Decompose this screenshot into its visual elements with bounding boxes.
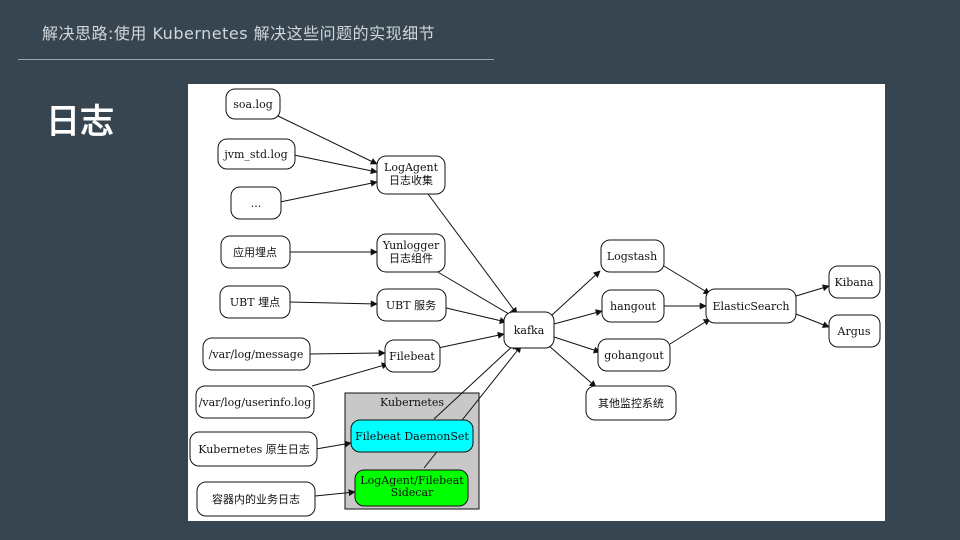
node-elasticsearch bbox=[705, 288, 797, 324]
label-kafka: kafka bbox=[514, 324, 545, 337]
node-filebeat bbox=[384, 339, 441, 373]
label-logagent-2: 日志收集 bbox=[389, 173, 433, 187]
slide-title: 解决思路:使用 Kubernetes 解决这些问题的实现细节 bbox=[42, 24, 436, 43]
node-logagent bbox=[376, 155, 446, 195]
edge-ellipsis-logagent bbox=[279, 179, 378, 203]
edge-daemonset-kafka bbox=[433, 342, 517, 420]
label-other-monitoring: 其他监控系统 bbox=[598, 396, 664, 410]
label-hangout: hangout bbox=[610, 300, 656, 313]
label-filebeat: Filebeat bbox=[389, 350, 435, 363]
edge-kafka-hangout bbox=[553, 309, 603, 325]
edge-logagent-kafka bbox=[427, 193, 518, 315]
node-k8s-native-log bbox=[189, 431, 318, 467]
node-ellipsis bbox=[230, 186, 282, 220]
label-logagent-1: LogAgent bbox=[384, 161, 439, 174]
node-soa-log bbox=[225, 88, 281, 120]
label-sidecar-1: LogAgent/Filebeat bbox=[360, 474, 464, 487]
edge-gohangout-es bbox=[669, 318, 711, 345]
edges bbox=[277, 115, 830, 497]
node-gohangout bbox=[597, 338, 671, 372]
node-app-tracking bbox=[220, 235, 291, 269]
edge-logstash-es bbox=[663, 265, 711, 295]
node-hangout bbox=[601, 289, 665, 323]
node-ubt-service bbox=[376, 288, 447, 322]
edge-jvm-logagent bbox=[293, 154, 378, 175]
node-var-log-message bbox=[202, 337, 311, 371]
label-container-business-log: 容器内的业务日志 bbox=[212, 492, 300, 506]
label-gohangout: gohangout bbox=[604, 349, 664, 362]
cluster-label: Kubernetes bbox=[380, 396, 444, 409]
edge-message-filebeat bbox=[308, 349, 386, 357]
label-elasticsearch: ElasticSearch bbox=[713, 300, 790, 313]
label-logstash: Logstash bbox=[607, 250, 657, 263]
label-kibana: Kibana bbox=[835, 276, 874, 289]
edge-native-daemonset bbox=[315, 440, 352, 450]
label-jvm-std-log: jvm_std.log bbox=[222, 148, 287, 161]
node-argus bbox=[828, 314, 881, 348]
diagram-canvas: Kubernetes so bbox=[189, 88, 881, 517]
label-argus: Argus bbox=[837, 325, 871, 338]
node-other-monitoring bbox=[585, 385, 677, 421]
edge-ubt-kafka bbox=[441, 306, 507, 324]
label-var-log-userinfo: /var/log/userinfo.log bbox=[199, 396, 312, 409]
edge-ubt-service bbox=[288, 300, 378, 308]
edge-business-sidecar bbox=[314, 489, 356, 497]
edge-soa-logagent bbox=[277, 115, 378, 165]
edge-yunlogger-kafka bbox=[435, 270, 515, 318]
node-kibana bbox=[828, 265, 881, 299]
label-ubt-tracking: UBT 埋点 bbox=[230, 296, 280, 309]
label-k8s-native-log: Kubernetes 原生日志 bbox=[198, 442, 310, 456]
section-heading: 日志 bbox=[46, 102, 114, 142]
label-app-tracking: 应用埋点 bbox=[233, 245, 277, 259]
label-soa-log: soa.log bbox=[233, 98, 273, 111]
node-container-business-log bbox=[196, 481, 316, 517]
label-var-log-message: /var/log/message bbox=[209, 348, 304, 361]
edge-userinfo-filebeat bbox=[311, 362, 389, 387]
edge-es-argus bbox=[795, 313, 830, 328]
label-yunlogger-2: 日志组件 bbox=[389, 251, 433, 265]
node-ubt-tracking bbox=[219, 285, 291, 319]
edge-kafka-other bbox=[547, 344, 597, 388]
node-logstash bbox=[600, 239, 665, 273]
node-yunlogger bbox=[376, 233, 446, 273]
label-ellipsis: ... bbox=[251, 197, 262, 210]
node-jvm-std-log bbox=[217, 138, 296, 170]
node-var-log-userinfo bbox=[195, 385, 315, 419]
node-sidecar bbox=[354, 469, 469, 507]
node-kafka bbox=[503, 311, 555, 349]
edge-kafka-logstash bbox=[551, 270, 601, 316]
title-divider bbox=[18, 59, 494, 60]
edge-filebeat-kafka bbox=[437, 331, 505, 349]
edge-kafka-gohangout bbox=[553, 336, 601, 354]
label-ubt-service: UBT 服务 bbox=[386, 299, 436, 312]
edge-es-kibana bbox=[795, 284, 830, 297]
node-filebeat-daemonset bbox=[350, 419, 474, 453]
label-filebeat-daemonset: Filebeat DaemonSet bbox=[355, 430, 469, 443]
label-sidecar-2: Sidecar bbox=[391, 486, 434, 499]
label-yunlogger-1: Yunlogger bbox=[382, 239, 440, 252]
log-pipeline-diagram: Kubernetes so bbox=[188, 84, 885, 521]
